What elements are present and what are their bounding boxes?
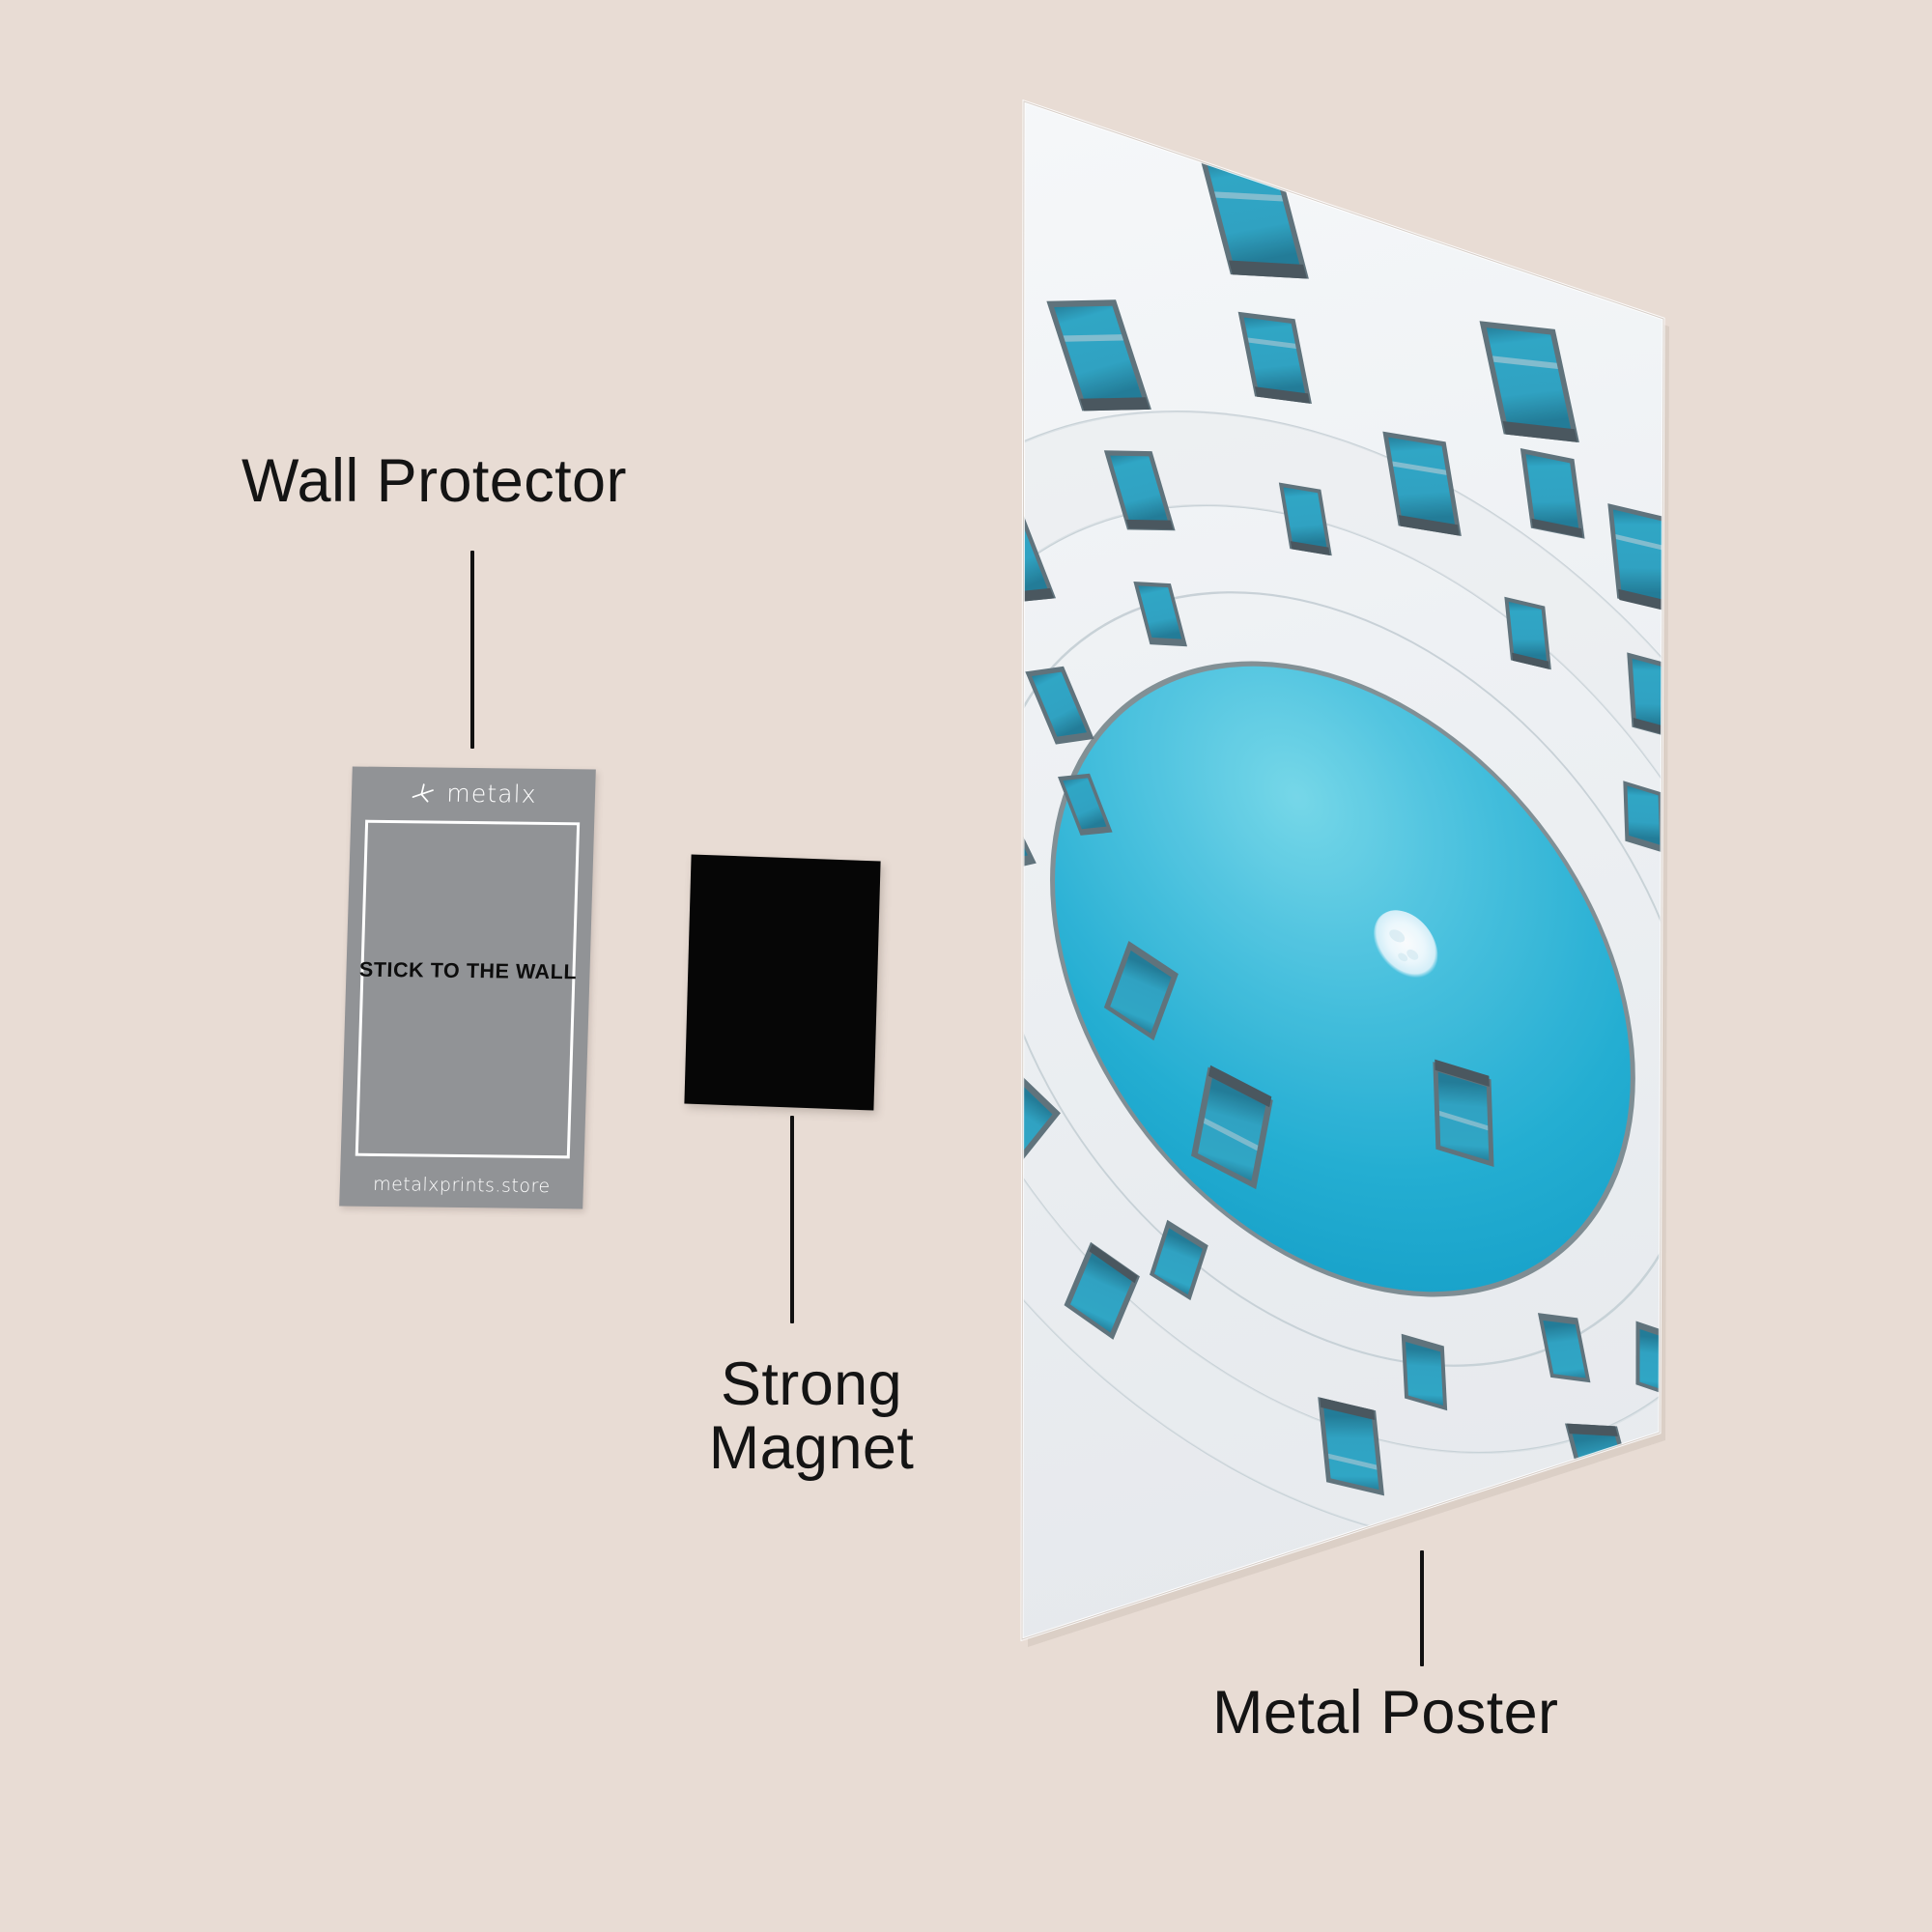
callout-label-strong-magnet: Strong Magnet: [708, 1350, 915, 1483]
leader-line-metal-poster: [1420, 1550, 1424, 1666]
callout-label-wall-protector: Wall Protector: [242, 447, 627, 515]
callout-label-metal-poster: Metal Poster: [1212, 1679, 1559, 1747]
wall-protector-url: metalxprints.store: [372, 1173, 551, 1198]
metalx-logo: metalx: [352, 778, 596, 809]
leader-line-strong-magnet: [790, 1116, 794, 1323]
leader-line-wall-protector: [470, 551, 474, 749]
metalx-wordmark: metalx: [445, 779, 538, 809]
strong-magnet-square: [684, 854, 881, 1111]
metalx-cross-icon: [412, 783, 435, 803]
wall-protector-headline: STICK TO THE WALL: [358, 957, 578, 984]
wall-protector-card: metalx STICK TO THE WALL metalxprints.st…: [339, 766, 596, 1209]
